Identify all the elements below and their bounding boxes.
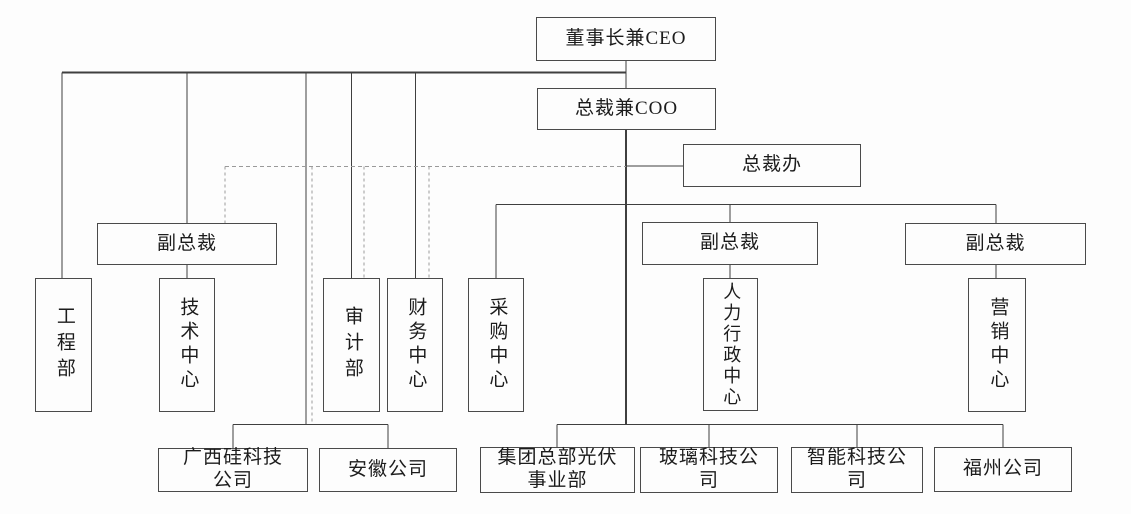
node-guangxi-silicon-company: 广西硅科技公司 xyxy=(158,447,308,492)
node-vp-middle: 副总裁 xyxy=(642,222,818,265)
node-finance-center: 财务中心 xyxy=(387,278,443,412)
node-vp-left: 副总裁 xyxy=(97,223,277,265)
node-engineering-dept: 工程部 xyxy=(35,278,92,412)
node-anhui-company: 安徽公司 xyxy=(319,448,457,492)
node-group-hq-pv-division: 集团总部光伏事业部 xyxy=(480,447,635,493)
node-label: 广西硅科技公司 xyxy=(182,447,283,491)
node-label: 玻璃科技公司 xyxy=(658,447,759,491)
node-label: 副总裁 xyxy=(699,232,760,254)
node-tech-center: 技术中心 xyxy=(159,278,215,412)
node-label: 副总裁 xyxy=(156,232,217,254)
node-label: 采购中心 xyxy=(486,297,508,393)
node-president-office: 总裁办 xyxy=(683,144,861,187)
node-label: 人力行政中心 xyxy=(721,281,742,408)
node-label: 集团总部光伏事业部 xyxy=(497,447,618,491)
node-smart-tech-company: 智能科技公司 xyxy=(791,447,923,493)
node-glass-tech-company: 玻璃科技公司 xyxy=(640,447,778,493)
node-chairman-ceo: 董事长兼CEO xyxy=(536,17,716,61)
node-label: 总裁兼COO xyxy=(574,97,679,119)
node-fuzhou-company: 福州公司 xyxy=(934,447,1072,492)
node-label: 董事长兼CEO xyxy=(565,27,687,49)
node-audit-dept: 审计部 xyxy=(323,278,380,412)
node-label: 福州公司 xyxy=(962,458,1043,480)
node-label: 审计部 xyxy=(341,306,363,384)
node-president-coo: 总裁兼COO xyxy=(537,88,716,130)
node-label: 营销中心 xyxy=(987,297,1009,393)
node-label: 财务中心 xyxy=(405,297,427,393)
node-label: 总裁办 xyxy=(741,154,802,176)
node-marketing-center: 营销中心 xyxy=(968,278,1026,412)
node-hr-admin-center: 人力行政中心 xyxy=(703,278,758,411)
node-vp-right: 副总裁 xyxy=(905,223,1086,265)
node-procurement-center: 采购中心 xyxy=(468,278,524,412)
node-label: 智能科技公司 xyxy=(806,447,907,491)
node-label: 副总裁 xyxy=(965,232,1026,254)
node-label: 工程部 xyxy=(53,306,75,384)
node-label: 安徽公司 xyxy=(347,458,428,480)
node-label: 技术中心 xyxy=(177,297,199,393)
